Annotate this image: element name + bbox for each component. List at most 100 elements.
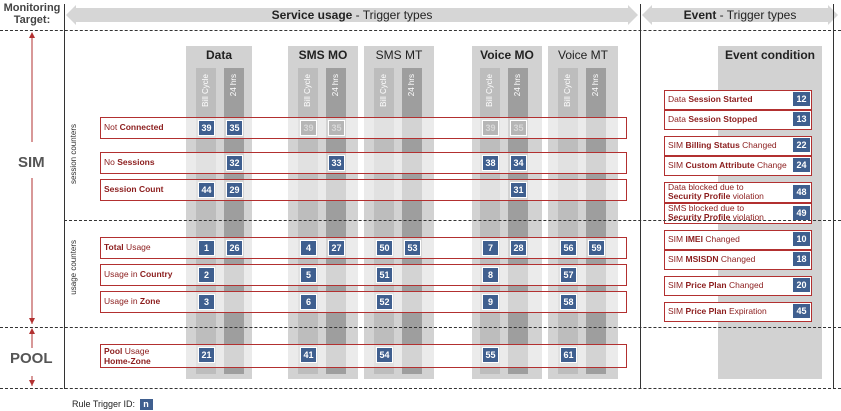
trigger-id-badge: 29 (226, 182, 243, 198)
divider-bottom (0, 388, 841, 389)
row-label-no-sessions: No Sessions (104, 157, 155, 167)
trigger-id-badge: 54 (376, 347, 393, 363)
trigger-id-badge-inactive: 35 (510, 120, 527, 136)
legend-sample-badge: n (139, 399, 153, 410)
row-box-no-sessions (100, 152, 627, 174)
trigger-id-badge: 3 (198, 294, 215, 310)
strip-voicemt-bill (558, 68, 578, 374)
event-sim-billing-status-changed: SIM Billing Status Changed 22 (664, 136, 812, 156)
trigger-id-badge: 55 (482, 347, 499, 363)
usage-counters-label: usage counters (69, 240, 78, 295)
middle-separator (640, 4, 641, 389)
trigger-id-badge: 35 (226, 120, 243, 136)
trigger-id-badge: 53 (404, 240, 421, 256)
divider-sim-pool (0, 327, 841, 328)
strip-label-smsmo-24: 24 hrs (331, 74, 340, 97)
trigger-id-badge-inactive: 39 (300, 120, 317, 136)
sim-label: SIM (18, 154, 45, 171)
event-id-badge: 24 (793, 158, 810, 172)
column-header-voice-mo: Voice MO (480, 48, 534, 62)
event-title: Event - Trigger types (683, 8, 797, 22)
trigger-id-badge: 57 (560, 267, 577, 283)
trigger-id-badge: 27 (328, 240, 345, 256)
trigger-id-badge: 44 (198, 182, 215, 198)
service-usage-arrow (66, 5, 638, 25)
column-header-sms-mo: SMS MO (298, 48, 348, 62)
trigger-id-badge: 9 (482, 294, 499, 310)
side-arrows (29, 32, 35, 386)
trigger-id-badge: 32 (226, 155, 243, 171)
trigger-id-badge: 1 (198, 240, 215, 256)
trigger-id-badge-inactive: 35 (328, 120, 345, 136)
monitoring-target-label: Monitoring Target: (3, 2, 61, 26)
strip-label-voicemt-bill: Bill Cycle (563, 74, 572, 107)
trigger-id-badge: 6 (300, 294, 317, 310)
trigger-id-badge: 52 (376, 294, 393, 310)
trigger-id-badge: 7 (482, 240, 499, 256)
trigger-id-badge: 59 (588, 240, 605, 256)
strip-voicemo-bill (480, 68, 500, 374)
strip-voicemo-24 (508, 68, 528, 374)
trigger-id-badge: 50 (376, 240, 393, 256)
strip-smsmt-bill (374, 68, 394, 374)
event-id-badge: 48 (793, 185, 810, 199)
event-id-badge: 22 (793, 138, 810, 152)
row-box-total-usage (100, 237, 627, 259)
trigger-id-badge: 28 (510, 240, 527, 256)
pool-label: POOL (10, 350, 53, 367)
event-sim-imei-changed: SIM IMEI Changed 10 (664, 230, 812, 250)
strip-data-24 (224, 68, 244, 374)
strip-label-voicemt-24: 24 hrs (591, 74, 600, 97)
strip-smsmo-24 (326, 68, 346, 374)
event-id-badge: 10 (793, 232, 810, 246)
row-box-not-connected (100, 117, 627, 139)
column-header-voice-mt: Voice MT (557, 48, 608, 62)
row-label-usage-country: Usage in Country (104, 269, 173, 279)
event-data-session-stopped: Data Session Stopped 13 (664, 110, 812, 130)
legend-label: Rule Trigger ID: (72, 399, 136, 409)
trigger-id-badge: 58 (560, 294, 577, 310)
trigger-id-badge: 39 (198, 120, 215, 136)
row-label-total-usage: Total Usage (104, 242, 151, 252)
trigger-id-badge: 8 (482, 267, 499, 283)
event-id-badge: 18 (793, 252, 810, 266)
strip-label-smsmt-24: 24 hrs (407, 74, 416, 97)
strip-voicemt-24 (586, 68, 606, 374)
trigger-id-badge: 5 (300, 267, 317, 283)
row-box-pool-usage (100, 344, 627, 368)
strip-label-data-bill: Bill Cycle (201, 74, 210, 107)
trigger-id-badge: 41 (300, 347, 317, 363)
event-id-badge: 49 (793, 206, 810, 220)
trigger-id-badge: 2 (198, 267, 215, 283)
row-label-usage-zone: Usage in Zone (104, 296, 161, 306)
trigger-id-badge: 26 (226, 240, 243, 256)
event-id-badge: 45 (793, 304, 810, 318)
strip-data-bill (196, 68, 216, 374)
trigger-id-badge: 61 (560, 347, 577, 363)
event-id-badge: 12 (793, 92, 810, 106)
divider-session-usage (64, 220, 841, 221)
column-header-data: Data (205, 48, 232, 62)
service-usage-title: Service usage - Trigger types (271, 8, 433, 22)
strip-label-data-24: 24 hrs (229, 74, 238, 97)
event-arrow (642, 5, 838, 25)
event-id-badge: 20 (793, 278, 810, 292)
event-sim-price-plan-expiration: SIM Price Plan Expiration 45 (664, 302, 812, 322)
trigger-id-badge: 51 (376, 267, 393, 283)
strip-smsmo-bill (298, 68, 318, 374)
row-box-usage-country (100, 264, 627, 286)
strip-label-smsmo-bill: Bill Cycle (303, 74, 312, 107)
row-label-session-count: Session Count (104, 184, 164, 194)
trigger-id-badge: 33 (328, 155, 345, 171)
trigger-id-badge: 56 (560, 240, 577, 256)
right-separator (833, 4, 834, 389)
session-counters-label: session counters (69, 124, 78, 185)
trigger-id-badge-inactive: 39 (482, 120, 499, 136)
event-id-badge: 13 (793, 112, 810, 126)
event-sim-msisdn-changed: SIM MSISDN Changed 18 (664, 250, 812, 270)
legend: Rule Trigger ID: n (72, 399, 153, 410)
event-sim-custom-attribute-change: SIM Custom Attribute Change 24 (664, 156, 812, 176)
